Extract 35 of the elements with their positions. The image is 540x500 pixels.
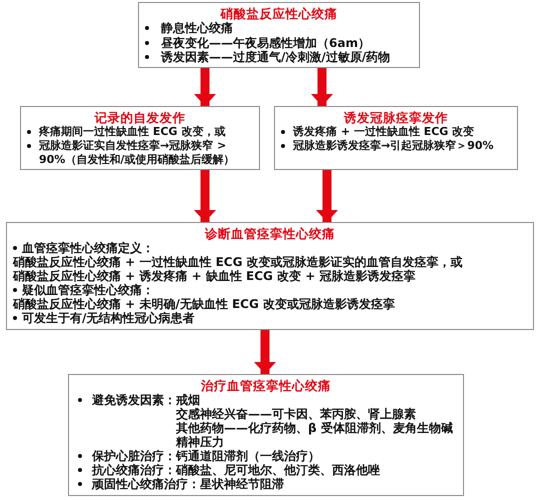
arrow (254, 330, 276, 374)
box-title: 记录的自发发作 (94, 110, 186, 125)
list-item: 血管痉挛性心绞痛定义： (22, 241, 154, 255)
list-item: 疑似血管痉挛性心绞痛： (22, 283, 154, 297)
process-box (68, 374, 464, 496)
arrow (194, 170, 216, 222)
list-item: 诱发因素——过度通气/冷刺激/过敏原/药物 (161, 50, 390, 64)
list-item: 疼痛期间一过性缺血性 ECG 改变，或 (39, 125, 226, 139)
process-box (20, 106, 260, 170)
process-box (274, 106, 518, 170)
definition-text: 硝酸盐反应性心绞痛 + 一过性缺血性 ECG 改变或冠脉造影证实的血管自发痉挛，或 (13, 255, 463, 269)
arrow (311, 68, 333, 106)
box-title: 硝酸盐反应性心绞痛 (220, 6, 338, 21)
list-item: 保护心脏治疗：钙通道阻滞剂（一线治疗） (92, 449, 320, 463)
list-item: 避免诱发因素：戒烟 (92, 393, 200, 407)
box-title: 治疗血管痉挛性心绞痛 (201, 378, 331, 393)
list-item: 昼夜变化——午夜易感性增加（6am） (161, 36, 370, 50)
list-item: 精神压力 (176, 435, 224, 449)
arrow (194, 68, 216, 106)
definition-text: 硝酸盐反应性心绞痛 + 诱发疼痛 + 缺血性 ECG 改变 + 冠脉造影诱发痉挛 (13, 269, 416, 283)
list-item: 顽固性心绞痛治疗：星状神经节阻滞 (92, 477, 284, 491)
list-item: 诱发疼痛 + 一过性缺血性 ECG 改变 (293, 125, 474, 139)
box-title: 诱发冠脉痉挛发作 (344, 110, 448, 125)
process-box (6, 222, 534, 330)
definition-text: 硝酸盐反应性心绞痛 + 未明确/无缺血性 ECG 改变或冠脉造影诱发痉挛 (13, 297, 396, 311)
box-title: 诊断血管痉挛性心绞痛 (205, 226, 335, 241)
list-item: 冠脉造影证实自发性痉挛→冠脉狭窄 > 90%（自发性和/或使用硝酸盐后缓解） (39, 139, 236, 167)
list-item: 交感神经兴奋——可卡因、苯丙胺、肾上腺素 (176, 407, 416, 421)
process-box (138, 2, 420, 68)
list-item: 静息性心绞痛 (161, 21, 233, 36)
list-item: 冠脉造影诱发痉挛→引起冠脉狭窄＞90% (293, 139, 494, 153)
list-item: 其他药物——化疗药物、β 受体阻滞剂、麦角生物碱 (176, 421, 453, 435)
arrow (316, 170, 338, 222)
list-item: 可发生于有/无结构性冠心病患者 (22, 311, 194, 325)
list-item: 抗心绞痛治疗：硝酸盐、尼可地尔、他汀类、西洛他唑 (92, 463, 380, 477)
